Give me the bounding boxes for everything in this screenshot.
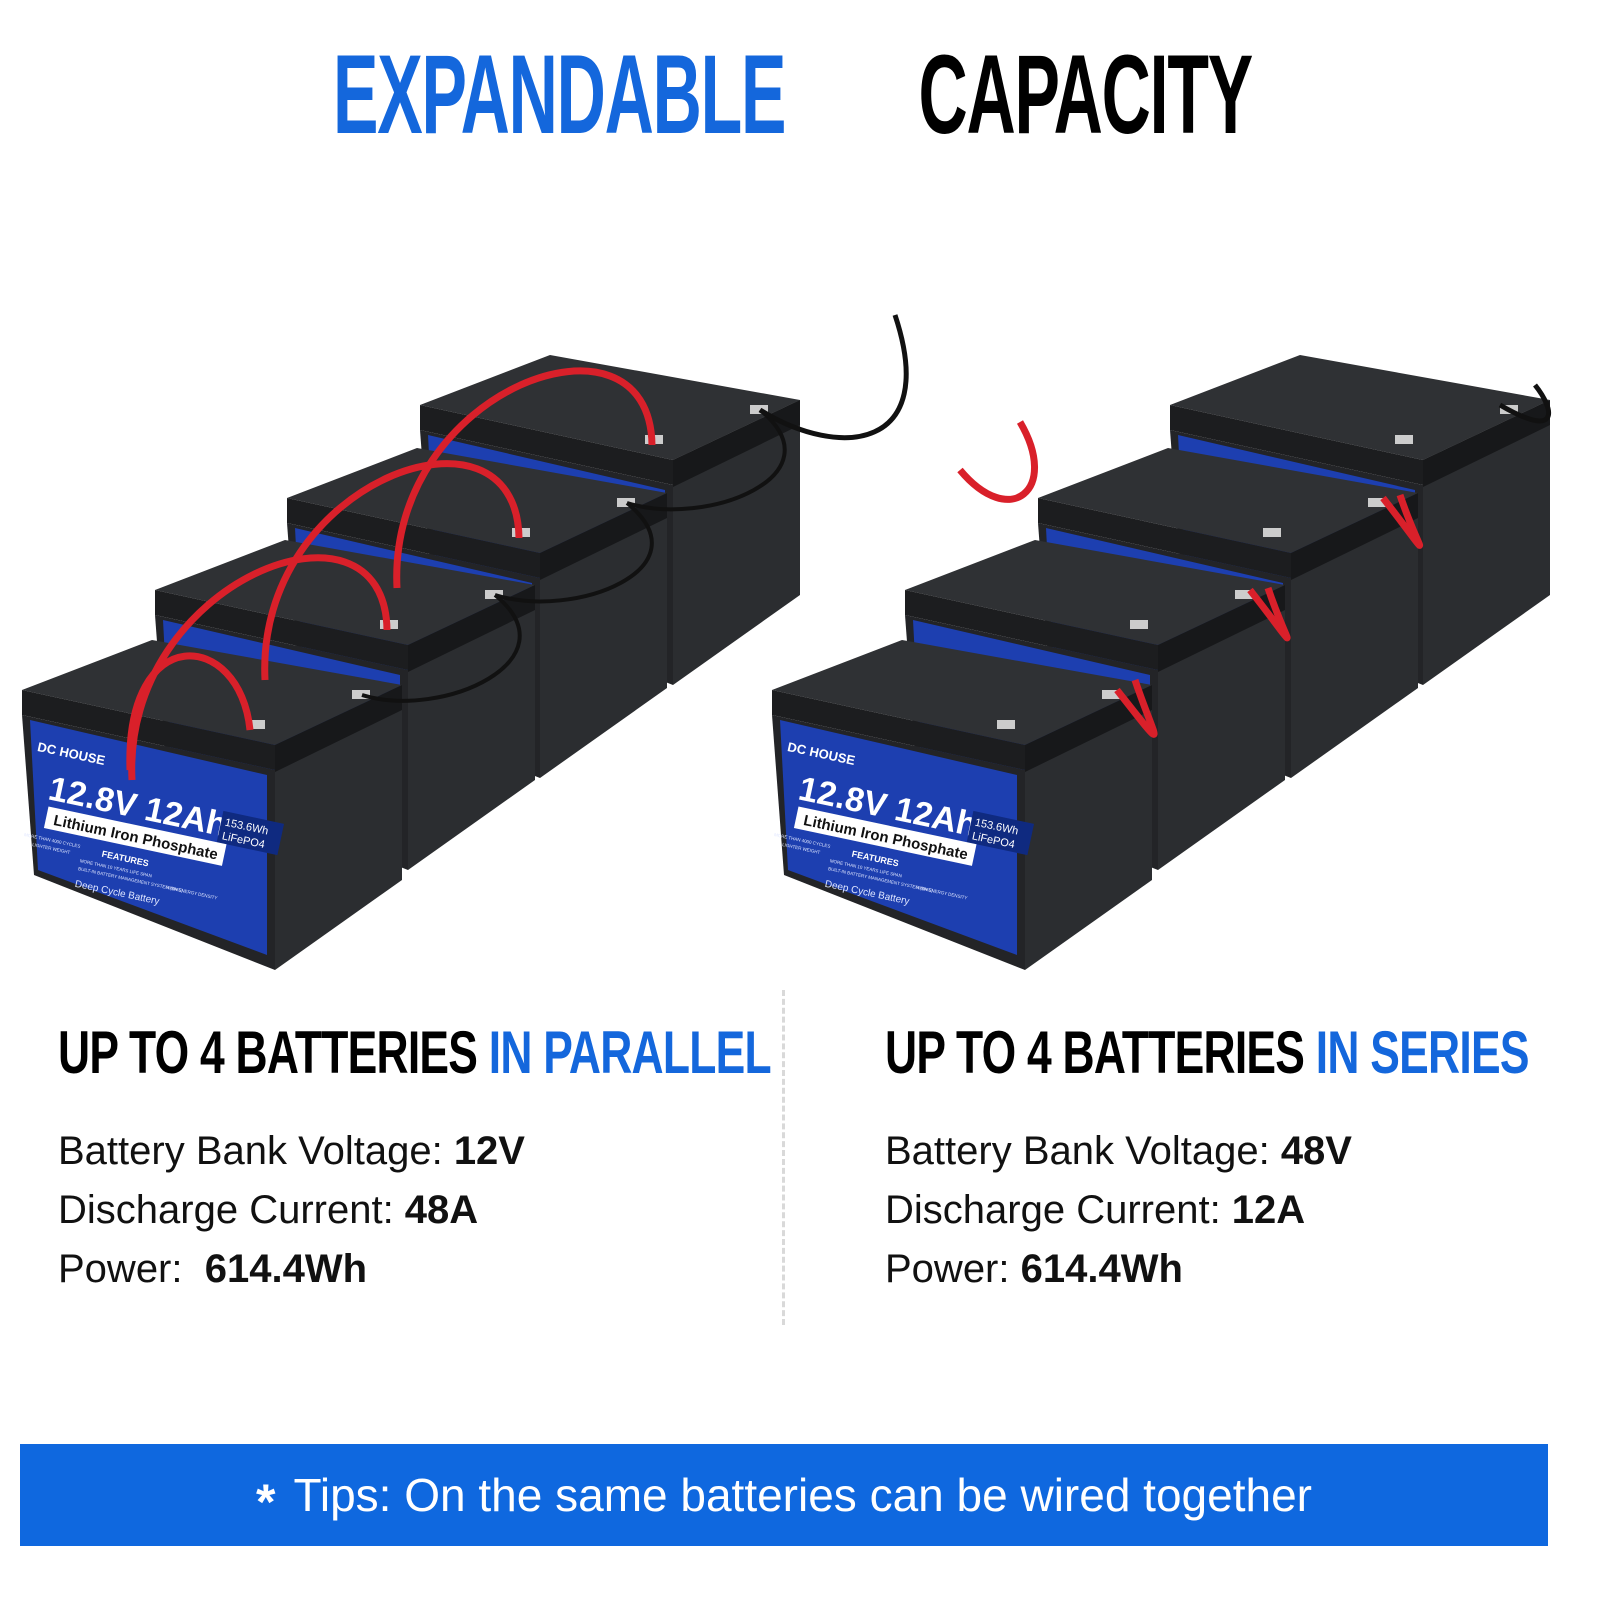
parallel-current: Discharge Current: 48A <box>58 1181 525 1240</box>
label: Discharge Current: <box>885 1188 1232 1232</box>
parallel-power: Power: 614.4Wh <box>58 1240 525 1299</box>
black-output-cable <box>1498 383 1552 424</box>
terminal <box>352 690 370 699</box>
parallel-heading-blue: IN PARALLEL <box>488 1019 772 1086</box>
series-specs: Battery Bank Voltage: 48V Discharge Curr… <box>885 1122 1352 1299</box>
series-current: Discharge Current: 12A <box>885 1181 1352 1240</box>
asterisk-icon: * <box>256 1474 276 1530</box>
red-cable <box>126 652 254 771</box>
terminal <box>750 405 768 414</box>
value: 12A <box>1231 1188 1306 1232</box>
parallel-specs: Battery Bank Voltage: 12V Discharge Curr… <box>58 1122 525 1299</box>
terminal <box>1102 690 1120 699</box>
black-cable <box>626 408 787 512</box>
label: Power: <box>885 1247 1021 1291</box>
label: Battery Bank Voltage: <box>885 1129 1281 1173</box>
value: 48A <box>404 1188 479 1232</box>
terminal <box>485 590 503 599</box>
black-cable <box>361 593 522 703</box>
label: Power: <box>58 1247 205 1291</box>
terminal <box>997 720 1015 729</box>
terminal <box>1263 528 1281 537</box>
series-heading-blue: IN SERIES <box>1315 1019 1530 1086</box>
terminal <box>1395 435 1413 444</box>
parallel-heading: UP TO 4 BATTERIES IN PARALLEL <box>58 1018 772 1087</box>
terminal <box>1130 620 1148 629</box>
divider <box>782 990 785 1325</box>
tips-text: Tips: On the same batteries can be wired… <box>293 1469 1312 1521</box>
black-output-cable <box>758 314 909 441</box>
value: 614.4Wh <box>1020 1247 1183 1291</box>
red-cable <box>393 367 656 589</box>
series-heading-black: UP TO 4 BATTERIES <box>885 1019 1316 1086</box>
red-cable <box>957 420 1039 503</box>
label: Discharge Current: <box>58 1188 405 1232</box>
terminal <box>617 498 635 507</box>
value: 12V <box>453 1129 525 1173</box>
terminal <box>247 720 265 729</box>
title-expandable: EXPANDABLE <box>332 32 786 157</box>
series-voltage: Battery Bank Voltage: 48V <box>885 1122 1352 1181</box>
black-cable <box>494 501 654 604</box>
tips-banner: * Tips: On the same batteries can be wir… <box>20 1444 1548 1546</box>
value: 48V <box>1280 1129 1352 1173</box>
red-cable <box>128 554 391 781</box>
series-heading: UP TO 4 BATTERIES IN SERIES <box>885 1018 1529 1087</box>
terminal <box>1235 590 1253 599</box>
label: Battery Bank Voltage: <box>58 1129 454 1173</box>
title-capacity: CAPACITY <box>918 32 1253 157</box>
page-title: EXPANDABLE CAPACITY <box>0 30 1568 159</box>
value: 614.4Wh <box>204 1247 368 1291</box>
red-cable <box>1247 586 1291 642</box>
parallel-heading-black: UP TO 4 BATTERIES <box>58 1019 489 1086</box>
red-cable <box>1114 678 1158 738</box>
series-power: Power: 614.4Wh <box>885 1240 1352 1299</box>
terminal <box>1368 498 1386 507</box>
red-cable <box>261 460 523 681</box>
parallel-voltage: Battery Bank Voltage: 12V <box>58 1122 525 1181</box>
red-cable <box>1380 493 1424 549</box>
